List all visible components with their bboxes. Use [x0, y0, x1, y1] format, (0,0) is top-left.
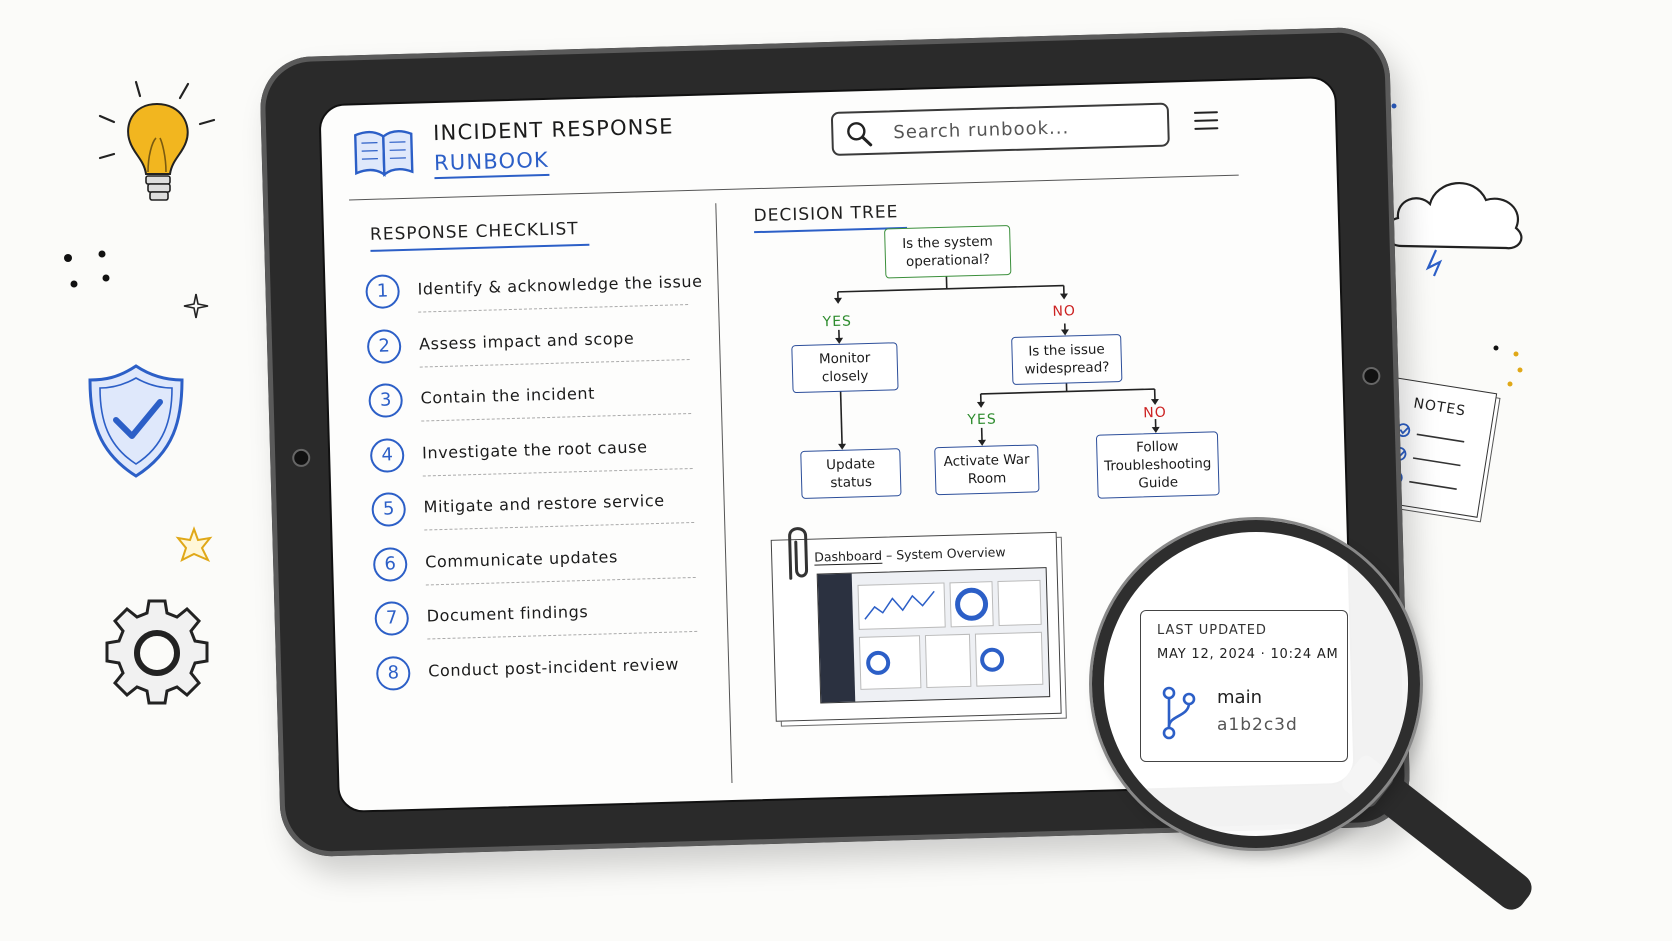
- yes-branch-label: YES: [822, 313, 853, 331]
- cloud-icon: [1384, 182, 1523, 277]
- widespread-node[interactable]: Is the issue widespread?: [1011, 333, 1123, 386]
- dashboard-link[interactable]: Dashboard: [813, 547, 883, 566]
- runbook-screen: INCIDENT RESPONSE RUNBOOK RESPONSE CHECK…: [318, 75, 1356, 814]
- root-decision-node[interactable]: Is the system operational?: [884, 225, 1012, 279]
- tablet-device: INCIDENT RESPONSE RUNBOOK RESPONSE CHECK…: [259, 26, 1411, 858]
- monitor-node[interactable]: Monitor closely: [791, 342, 899, 394]
- troubleshooting-guide-node[interactable]: Follow Troubleshooting Guide: [1095, 431, 1220, 499]
- dashboard-mini-charts: [857, 579, 1044, 690]
- branch-name: main: [1217, 687, 1262, 708]
- git-branch-icon: [1162, 686, 1196, 740]
- version-info-card: LAST UPDATED MAY 12, 2024 · 10:24 AM mai…: [1140, 610, 1348, 762]
- commit-hash: a1b2c3d: [1217, 715, 1298, 735]
- shield-check-icon: [88, 364, 184, 478]
- star-icon: [175, 526, 213, 562]
- dashboard-thumbnail[interactable]: Dashboard – System Overview: [770, 527, 1062, 722]
- last-updated-label: LAST UPDATED: [1157, 623, 1267, 638]
- lightbulb-icon: [98, 80, 216, 201]
- open-book-icon: [354, 130, 414, 177]
- war-room-node[interactable]: Activate War Room: [934, 444, 1040, 496]
- dashboard-sidebar: [817, 573, 856, 703]
- sparkle-icon: [183, 293, 209, 319]
- dots-decoration: [1493, 345, 1523, 387]
- app-header: INCIDENT RESPONSE RUNBOOK: [320, 78, 1336, 206]
- no-branch-label: NO: [1052, 303, 1077, 320]
- dashboard-caption: Dashboard – System Overview: [813, 544, 1006, 566]
- update-status-node[interactable]: Update status: [800, 448, 902, 499]
- home-button: [1362, 366, 1381, 386]
- search-icon: [847, 122, 873, 147]
- gear-icon: [105, 599, 209, 705]
- paperclip-icon: [788, 527, 809, 580]
- camera-lens: [291, 448, 311, 468]
- yes-branch-label: YES: [967, 411, 997, 429]
- dashboard-caption-rest: – System Overview: [881, 544, 1006, 563]
- decision-tree-connectors: [833, 274, 1160, 450]
- last-updated-value: MAY 12, 2024 · 10:24 AM: [1157, 647, 1339, 662]
- hamburger-menu-icon[interactable]: [1193, 109, 1220, 132]
- dashboard-screenshot: [816, 567, 1051, 704]
- dots-decoration: [64, 250, 110, 288]
- notes-title: NOTES: [1412, 395, 1467, 420]
- search-box[interactable]: [830, 102, 1170, 156]
- no-branch-label: NO: [1143, 404, 1168, 422]
